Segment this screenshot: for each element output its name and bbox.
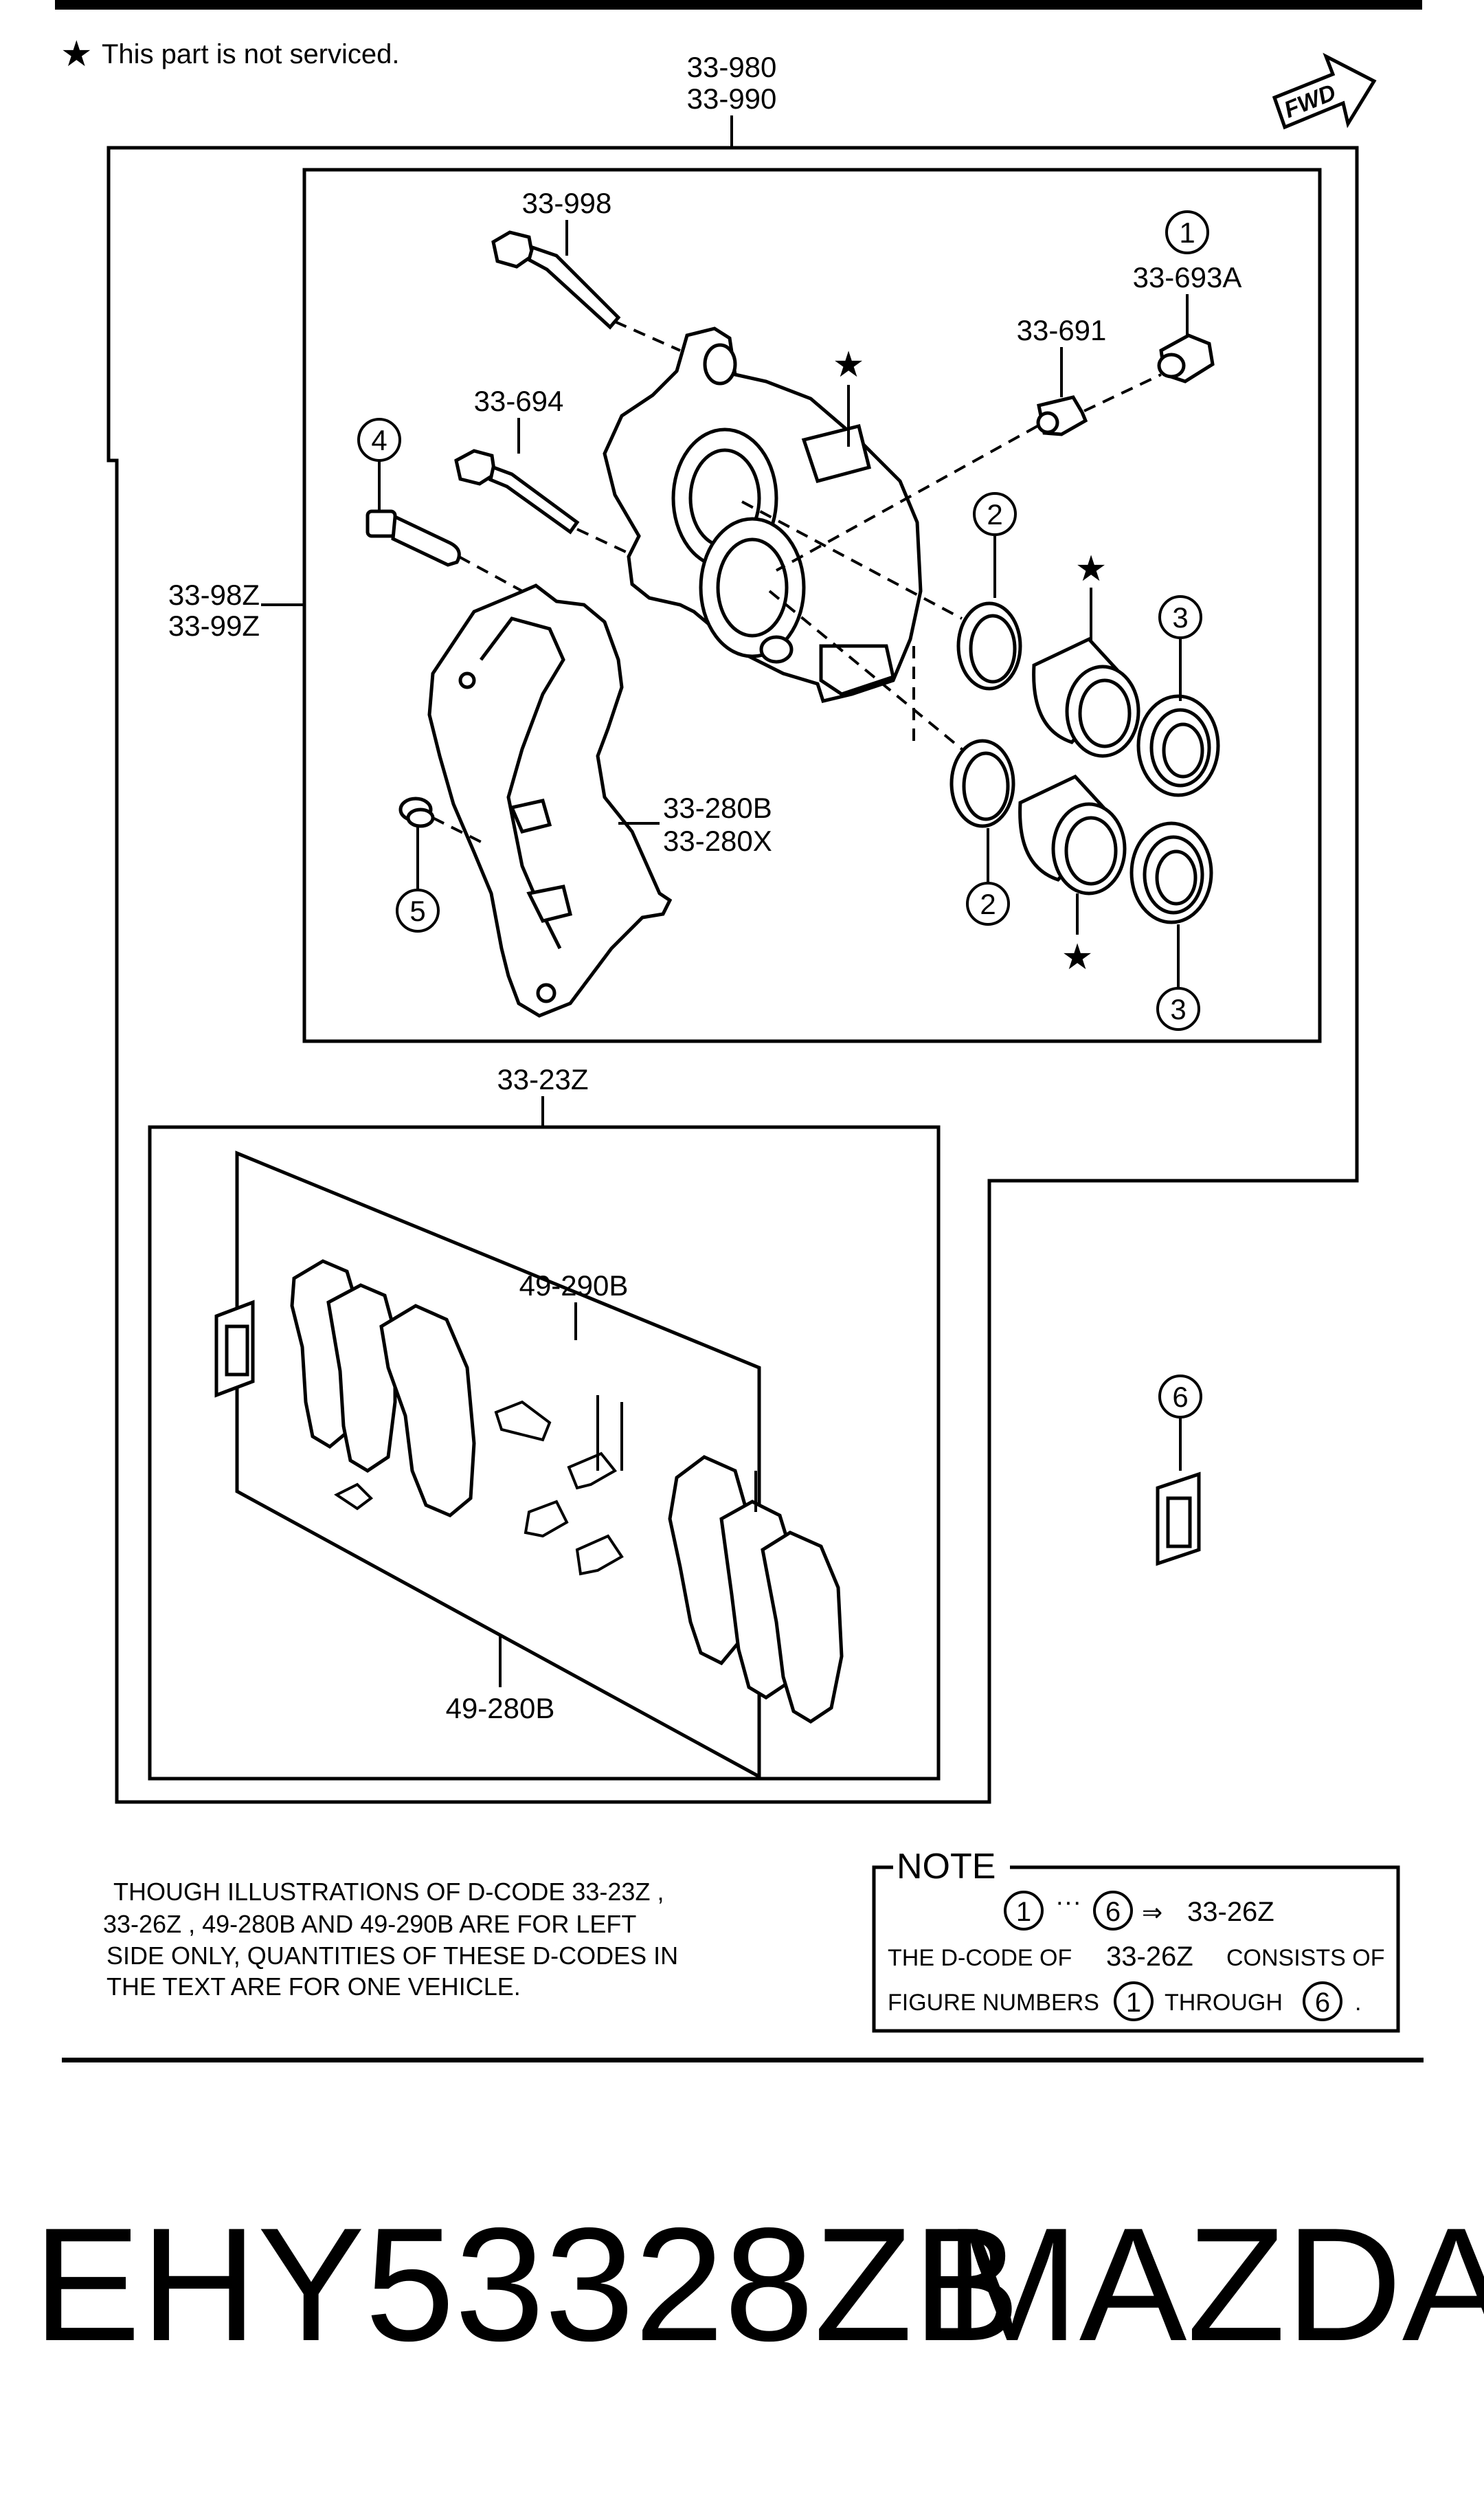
guide-bolt-lower [454,449,580,535]
bolt-upper-label: 33-998 [522,187,612,219]
caliper-body [603,326,923,703]
bracket-label-a: 33-280B [663,792,772,824]
guide-pin [366,509,461,567]
bracket-label-b: 33-280X [663,825,772,857]
body-code-a: 33-98Z [168,579,260,611]
not-serviced-note: This part is not serviced. [102,39,400,69]
assembly-code-b: 33-990 [687,82,777,115]
figure-3-lower-marker: 3 [1156,987,1200,1031]
piston-lower [1018,774,1127,895]
guide-bolt-upper [491,230,621,330]
svg-text:1: 1 [1126,1988,1141,2018]
svg-text:6: 6 [1105,1897,1121,1927]
svg-text:2: 2 [980,888,996,920]
figure-4-marker: 4 [357,418,401,462]
brand-name: MAZDA [945,2194,1484,2374]
dust-boot-lower [1129,821,1213,924]
svg-text:33-26Z: 33-26Z [1187,1897,1274,1927]
svg-text:33-26Z: 33-26Z [1106,1942,1193,1972]
brake-pad-inboard [290,1259,476,1517]
svg-text:THROUGH: THROUGH [1165,1990,1283,2016]
svg-text:4: 4 [371,424,387,456]
footnote-line-1: THOUGH ILLUSTRATIONS OF D-CODE 33-23Z , [113,1878,664,1906]
svg-text:6: 6 [1172,1381,1188,1413]
piston-seal-upper [956,601,1022,691]
piston-seal-lower [949,739,1015,828]
caliper-bracket [427,583,673,1018]
svg-text:.: . [1355,1990,1361,2016]
outer-frame [106,146,1359,1804]
star-symbol: ★ [60,34,93,74]
svg-text:FIGURE NUMBERS: FIGURE NUMBERS [888,1990,1099,2016]
piston-upper-star: ★ [1075,549,1108,589]
figure-5-marker: 5 [396,889,440,933]
pad-label: 49-280B [446,1692,555,1724]
figure-2-lower-marker: 2 [966,882,1010,926]
body-code-b: 33-99Z [168,610,260,642]
footnote-line-2: 33-26Z , 49-280B AND 49-290B ARE FOR LEF… [103,1910,636,1938]
bottom-rule [62,2058,1424,2062]
brake-pad-outboard [668,1455,844,1724]
grease-packet-left [214,1300,255,1398]
fwd-arrow-icon: FWD [1272,52,1377,130]
body-star: ★ [833,345,865,385]
svg-text:2: 2 [987,498,1002,531]
svg-text:CONSISTS OF: CONSISTS OF [1226,1945,1384,1971]
svg-text:1: 1 [1179,216,1195,249]
svg-text:1: 1 [1016,1897,1031,1927]
part-number: EHY53328ZB [33,2194,1020,2374]
pad-kit-label: 33-23Z [497,1063,588,1095]
bleeder-cap [1157,333,1215,383]
shim-label: 49-290B [519,1269,629,1302]
footnote-line-3: SIDE ONLY, QUANTITIES OF THESE D-CODES I… [106,1942,678,1970]
figure-1-marker: 1 [1165,210,1209,254]
top-rule [55,0,1422,10]
bolt-lower-label: 33-694 [474,385,564,417]
piston-lower-star: ★ [1061,937,1094,977]
svg-text:3: 3 [1172,601,1188,634]
bleeder-screw [1036,395,1088,436]
svg-text:3: 3 [1170,993,1186,1025]
footnote-line-4: THE TEXT ARE FOR ONE VEHICLE. [106,1972,521,2001]
piston-upper [1032,636,1140,758]
pad-panel [235,1150,761,1780]
svg-text:⇒: ⇒ [1142,1898,1162,1926]
figure-3-upper-marker: 3 [1158,595,1202,639]
grease-packet-right [1156,1471,1201,1566]
dust-boot-upper [1136,694,1220,797]
assembly-code-a: 33-980 [687,51,777,83]
svg-text:THE D-CODE OF: THE D-CODE OF [888,1945,1072,1971]
figure-2-upper-marker: 2 [973,492,1017,536]
figure-6-marker: 6 [1158,1375,1202,1419]
svg-text:5: 5 [409,895,425,927]
note-title: NOTE [897,1847,996,1887]
pad-kit-box [148,1125,941,1781]
svg-text:6: 6 [1315,1988,1330,2018]
bushing [398,797,435,828]
anti-rattle-clips [334,1400,624,1576]
svg-text:···: ··· [1055,1888,1081,1917]
cap-label: 33-693A [1133,261,1242,293]
note-box: NOTE 1 ··· 6 ⇒ 33-26Z THE D-CODE OF 33-2… [872,1847,1400,2033]
bleeder-label: 33-691 [1017,314,1107,346]
